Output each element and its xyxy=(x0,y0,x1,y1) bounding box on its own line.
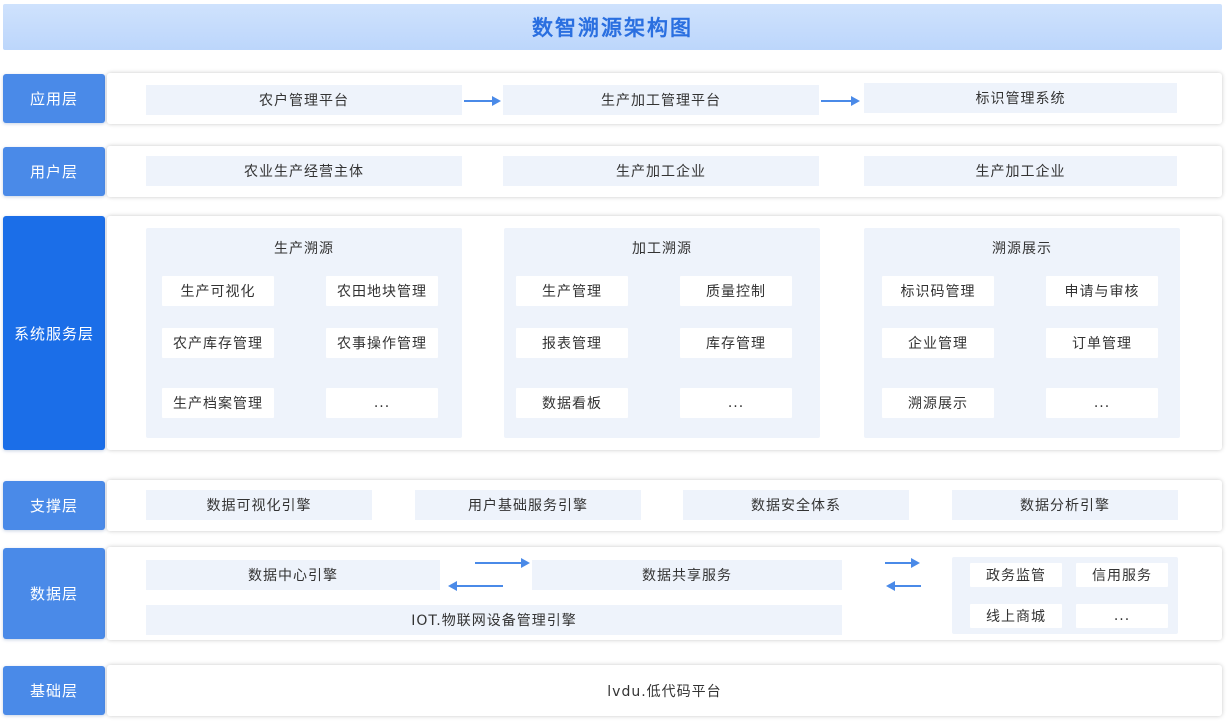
service-cell: ... xyxy=(680,388,792,418)
service-cell: 库存管理 xyxy=(680,328,792,358)
support-item: 数据安全体系 xyxy=(683,490,909,520)
service-group-processing: 加工溯源 生产管理 质量控制 报表管理 库存管理 数据看板 ... xyxy=(504,228,820,438)
group-title: 溯源展示 xyxy=(992,241,1052,257)
service-cell: 溯源展示 xyxy=(882,388,994,418)
data-service-cell: 信用服务 xyxy=(1076,563,1168,587)
group-title: 生产溯源 xyxy=(274,241,334,257)
user-item-processing-enterprise: 生产加工企业 xyxy=(503,156,819,186)
support-item: 用户基础服务引擎 xyxy=(415,490,641,520)
arrow-right-icon xyxy=(821,96,860,106)
service-cell: 农田地块管理 xyxy=(326,276,438,306)
layer-label-app: 应用层 xyxy=(3,74,105,123)
diagram-title-bar: 数智溯源架构图 xyxy=(3,4,1222,50)
data-service-cell: 政务监管 xyxy=(970,563,1062,587)
service-cell: 报表管理 xyxy=(516,328,628,358)
user-item-agri-entity: 农业生产经营主体 xyxy=(146,156,462,186)
app-item-processing-platform: 生产加工管理平台 xyxy=(503,85,819,115)
layer-panel-service: 生产溯源 生产可视化 农田地块管理 农产库存管理 农事操作管理 生产档案管理 .… xyxy=(107,216,1222,450)
layer-panel-support: 数据可视化引擎 用户基础服务引擎 数据安全体系 数据分析引擎 xyxy=(107,480,1222,531)
data-services-group: 政务监管 信用服务 线上商城 ... xyxy=(952,557,1178,634)
service-group-production: 生产溯源 生产可视化 农田地块管理 农产库存管理 农事操作管理 生产档案管理 .… xyxy=(146,228,462,438)
service-cell: ... xyxy=(1046,388,1158,418)
layer-label-data: 数据层 xyxy=(3,548,105,639)
iot-device-engine: IOT.物联网设备管理引擎 xyxy=(146,605,842,635)
data-service-cell: ... xyxy=(1076,604,1168,628)
service-cell: 生产档案管理 xyxy=(162,388,274,418)
arrow-right-icon xyxy=(464,96,501,106)
service-cell: 生产管理 xyxy=(516,276,628,306)
base-platform: lvdu.低代码平台 xyxy=(607,683,722,700)
data-center-engine: 数据中心引擎 xyxy=(146,560,440,590)
group-title: 加工溯源 xyxy=(632,241,692,257)
layer-label-support: 支撑层 xyxy=(3,481,105,530)
data-service-cell: 线上商城 xyxy=(970,604,1062,628)
service-cell: 标识码管理 xyxy=(882,276,994,306)
layer-label-base: 基础层 xyxy=(3,666,105,715)
service-cell: 订单管理 xyxy=(1046,328,1158,358)
layer-panel-data: 数据中心引擎 数据共享服务 IOT.物联网设备管理引擎 政务监管 信用服务 线上… xyxy=(107,547,1222,640)
layer-panel-app: 农户管理平台 生产加工管理平台 标识管理系统 xyxy=(107,73,1222,124)
support-item: 数据可视化引擎 xyxy=(146,490,372,520)
layer-label-user: 用户层 xyxy=(3,147,105,196)
support-item: 数据分析引擎 xyxy=(952,490,1178,520)
service-cell: 质量控制 xyxy=(680,276,792,306)
service-cell: 申请与审核 xyxy=(1046,276,1158,306)
service-cell: ... xyxy=(326,388,438,418)
service-cell: 农产库存管理 xyxy=(162,328,274,358)
user-item-processing-enterprise-2: 生产加工企业 xyxy=(864,156,1177,186)
service-cell: 农事操作管理 xyxy=(326,328,438,358)
service-cell: 生产可视化 xyxy=(162,276,274,306)
layer-panel-user: 农业生产经营主体 生产加工企业 生产加工企业 xyxy=(107,146,1222,197)
bidirectional-arrow-icon xyxy=(448,558,530,591)
data-share-service: 数据共享服务 xyxy=(532,560,842,590)
service-cell: 数据看板 xyxy=(516,388,628,418)
service-cell: 企业管理 xyxy=(882,328,994,358)
layer-panel-base: lvdu.低代码平台 xyxy=(107,665,1222,716)
app-item-farmer-platform: 农户管理平台 xyxy=(146,85,462,115)
app-item-id-system: 标识管理系统 xyxy=(864,83,1177,113)
layer-label-service: 系统服务层 xyxy=(3,216,105,450)
diagram-title: 数智溯源架构图 xyxy=(532,16,693,40)
bidirectional-arrow-icon xyxy=(885,558,921,591)
service-group-display: 溯源展示 标识码管理 申请与审核 企业管理 订单管理 溯源展示 ... xyxy=(864,228,1180,438)
